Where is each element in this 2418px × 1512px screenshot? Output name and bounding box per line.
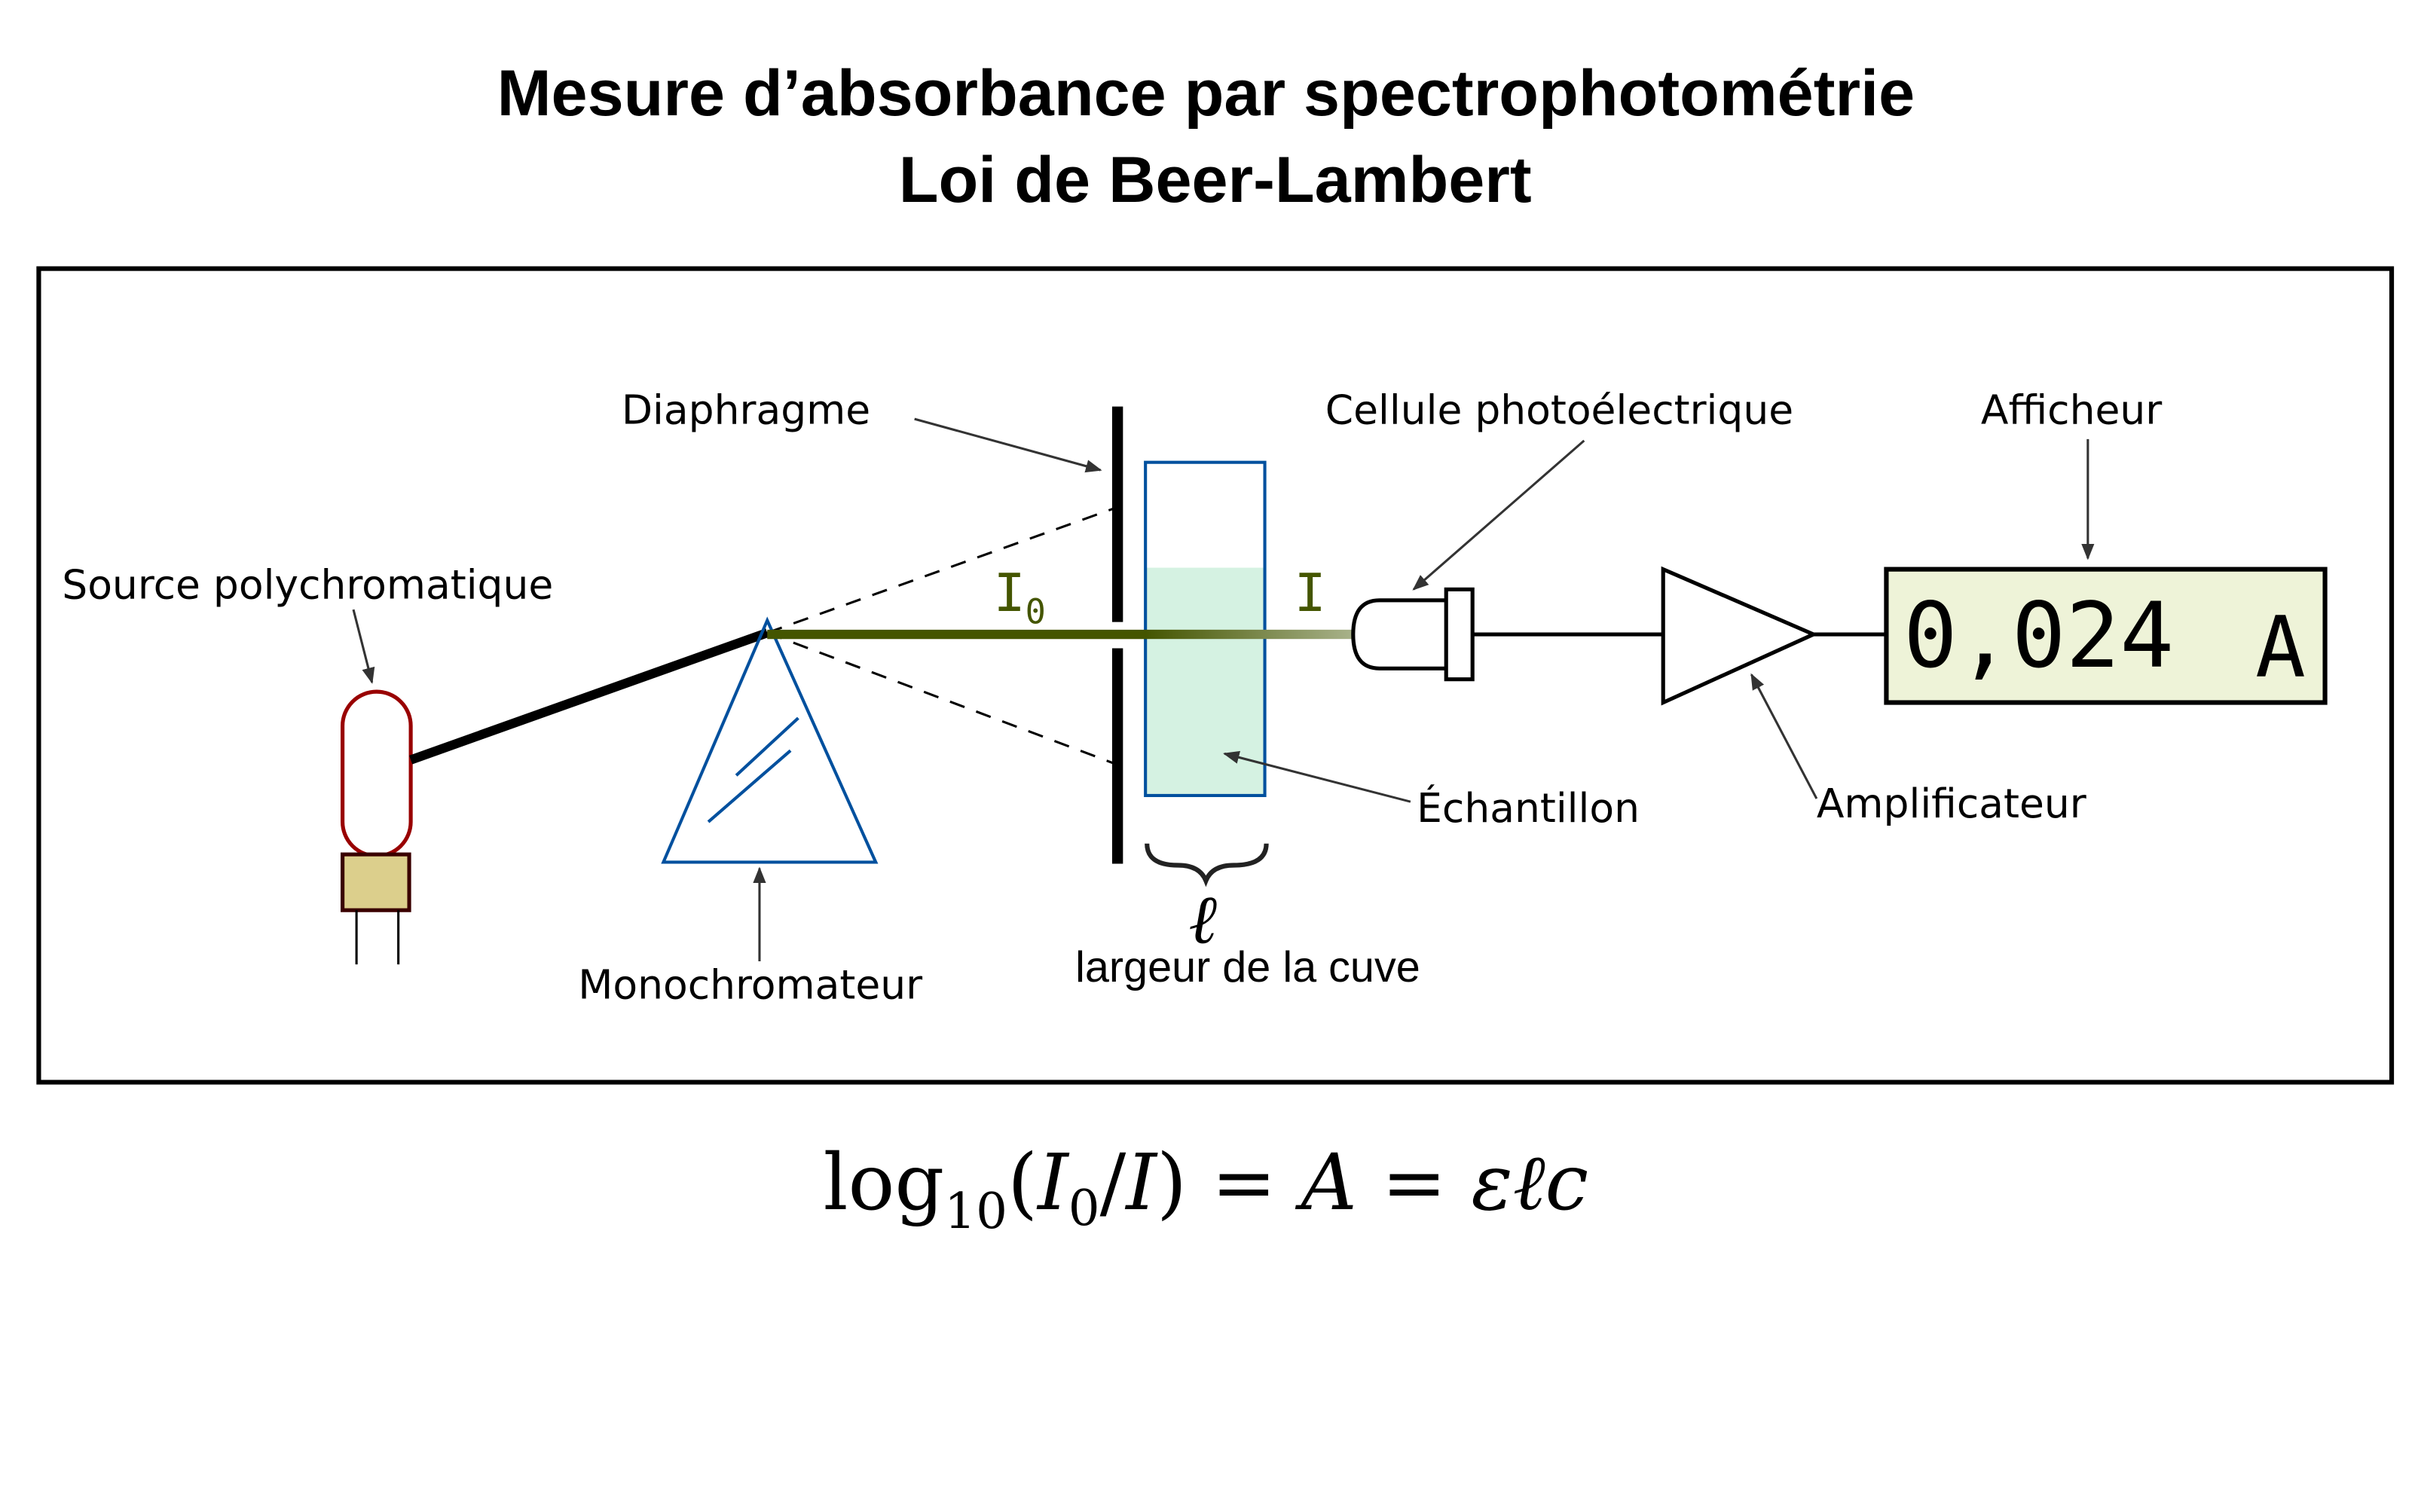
cuvette [1144, 460, 1267, 798]
display-value: 0,024 [1903, 584, 2174, 689]
transmitted-beam [1145, 629, 1353, 640]
label-sample: Échantillon [1417, 784, 1640, 832]
title-line-1: Mesure d’absorbance par spectrophotométr… [497, 57, 1915, 130]
prism-icon [661, 616, 879, 864]
cuvette-width-brace [1145, 843, 1269, 887]
polychromatic-beam [409, 628, 769, 765]
cuvette-width-label: largeur de la cuve [1075, 943, 1420, 991]
label-monochromator: Monochromateur [578, 961, 922, 1008]
sample-liquid [1145, 567, 1265, 796]
beer-lambert-formula: log10(I0/I) = A = εℓc [824, 1138, 1588, 1240]
label-source: Source polychromatique [62, 561, 553, 609]
amplifier-icon [1661, 566, 1819, 706]
label-amplifier: Amplificateur [1817, 780, 2086, 827]
lamp-icon [341, 689, 413, 965]
label-photocell: Cellule photoélectrique [1325, 386, 1793, 433]
arrow-amplifier [1750, 673, 1818, 799]
label-display: Afficheur [1981, 386, 2162, 433]
title-line-2: Loi de Beer-Lambert [899, 144, 1532, 216]
diagram-frame [36, 266, 2395, 1085]
arrow-source [352, 609, 375, 684]
arrow-sample [1222, 750, 1411, 803]
incident-intensity-label: I0 [994, 563, 1046, 631]
transmitted-intensity-label: I [1295, 563, 1326, 624]
display-screen [1884, 567, 2328, 705]
dashed-ray-upper [766, 507, 1114, 634]
arrow-photocell [1412, 439, 1585, 591]
photocell-icon [1351, 587, 1475, 682]
cuvette-width-symbol: ℓ [1188, 880, 1217, 959]
display-unit: A [2255, 600, 2306, 697]
arrow-diaphragm [914, 417, 1102, 473]
dashed-ray-lower [766, 631, 1114, 765]
label-diaphragm: Diaphragme [622, 386, 870, 433]
